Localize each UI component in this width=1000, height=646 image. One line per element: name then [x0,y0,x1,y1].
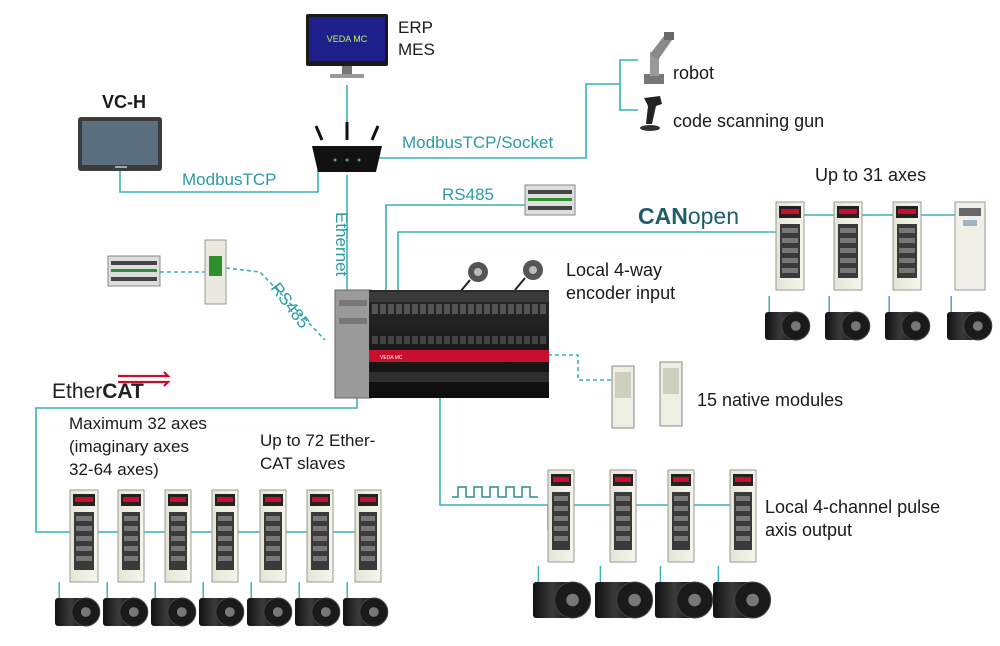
servo-motor [533,566,592,619]
servo-drive [354,489,382,583]
servo-motors [55,296,993,627]
rs485-left-line [160,267,326,341]
erp-monitor: VEDA MC [306,14,388,78]
io-coupler-left [204,239,227,305]
connection-lines [35,59,955,533]
servo-motor [713,566,772,619]
servo-motor [55,582,101,627]
robot-icon [644,32,674,84]
router-to-devices-line [362,59,638,159]
servo-motor [103,582,149,627]
pulse-label-line1: Local 4-channel pulse [765,497,941,517]
plc-controller: VEDA MC [334,289,549,399]
servo-motor [247,582,293,627]
plc-terminals [372,304,546,344]
servo-drive [164,489,192,583]
pulse-label-line2: axis output [765,520,853,540]
servo-drive [775,201,805,291]
servo-motor [885,296,931,341]
ethercat-slaves-line2: CAT slaves [260,454,346,473]
encoders [459,260,543,293]
servo-motor [343,582,389,627]
modbustcp-label: ModbusTCP [182,170,277,189]
hmi-title: VC-H [102,92,146,112]
encoder-label-line1: Local 4-way [566,260,663,280]
rs485-left-label: RS485 [267,279,313,332]
ethernet-label: Ethernet [332,212,351,277]
modules-label: 15 native modules [697,390,844,410]
servo-drive [69,489,99,583]
ethercat-axes-line2: (imaginary axes [69,437,189,456]
scanner-icon [640,96,662,131]
pulse-waveform [452,486,538,498]
ethercat-logo-light: Ether [52,380,102,403]
io-module-left [107,255,161,287]
hmi-to-router-line [119,165,319,193]
servo-drive [117,489,145,583]
servo-motor [199,582,245,627]
servo-drive [259,489,287,583]
ethercat-logo: EtherCAT [52,380,144,403]
servo-motor [151,582,197,627]
robot-label: robot [673,63,715,83]
ethercat-bus-line [35,395,358,533]
servo-drive [211,489,239,583]
io-module-top [524,184,576,216]
servo-drive [729,469,757,563]
canopen-bus-line [397,231,784,300]
canopen-logo-light: open [688,203,739,229]
ethercat-axes-line1: Maximum 32 axes [69,414,207,433]
servo-motor [947,296,993,341]
servo-drive [547,469,575,563]
servo-motor [765,296,811,341]
rs485-top-label: RS485 [442,185,494,204]
pulse-line [439,398,549,530]
router-icon [312,122,382,172]
servo-drive [667,469,695,563]
native-module-slices [611,361,683,429]
scanner-label: code scanning gun [673,111,825,131]
plc-brand-text: VEDA MC [380,355,403,361]
servo-motor [595,566,654,619]
servo-drive [306,489,334,583]
modules-line [548,354,612,381]
ethercat-axes-line3: 32-64 axes) [69,460,159,479]
mes-label: MES [398,40,435,59]
servo-drive [609,469,637,563]
servo-drive [892,201,922,291]
rs485-top-line [385,204,525,300]
servo-drives [69,201,922,583]
canopen-axes-label: Up to 31 axes [815,165,927,185]
ethercat-slaves-line1: Up to 72 Ether- [260,431,376,450]
canopen-logo-bold: CAN [638,203,688,229]
erp-label: ERP [398,18,433,37]
servo-motor [295,582,341,627]
ethercat-logo-bold: CAT [102,380,144,403]
encoder-label-line2: encoder input [566,283,676,303]
hmi-tablet [78,117,162,171]
servo-motor [825,296,871,341]
canopen-logo: CANopen [638,203,739,229]
modbustcp-socket-label: ModbusTCP/Socket [402,133,554,152]
servo-motor [655,566,714,619]
ethercat-arrow-icon [118,371,171,387]
servo-drive [833,201,863,291]
vfd-drive [954,201,986,291]
monitor-screen-text: VEDA MC [327,34,368,44]
